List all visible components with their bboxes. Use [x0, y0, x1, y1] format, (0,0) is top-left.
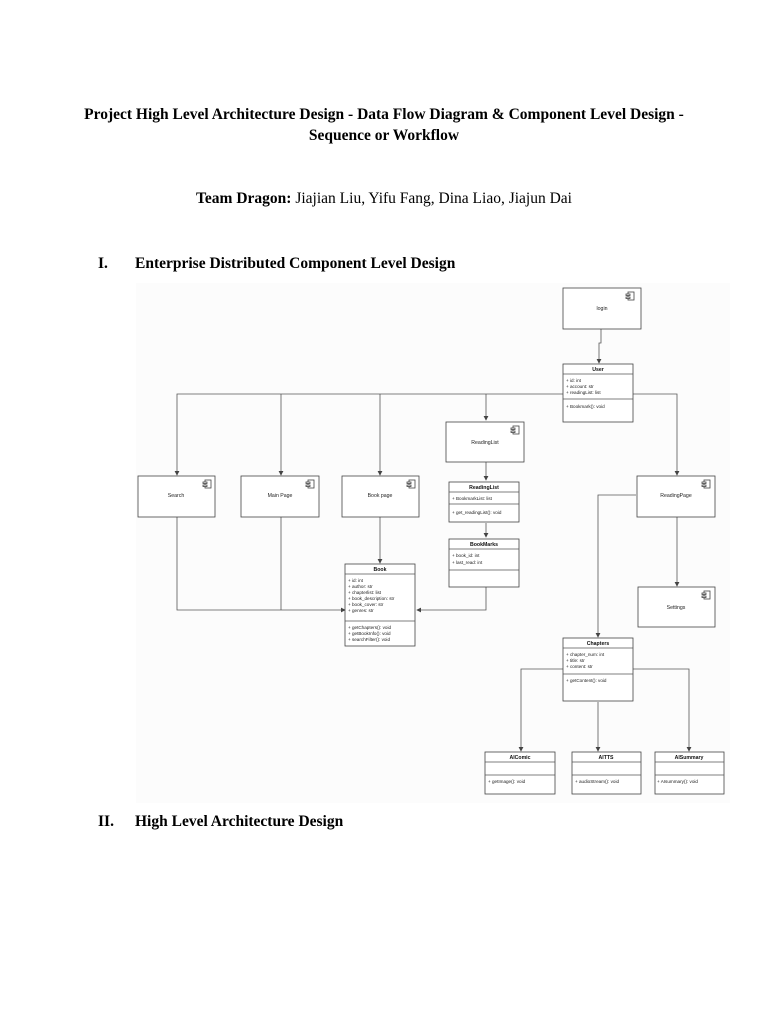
component-search: Search: [137, 475, 216, 518]
component-login-label: login: [597, 306, 608, 312]
class-aicomic-name: AIComic: [509, 755, 530, 761]
component-reading-page-label: ReadingPage: [660, 493, 692, 499]
class-user-method: + Bookmark(): void: [566, 404, 605, 409]
class-bookmarks-attr: + book_id: int: [452, 553, 480, 558]
class-chapters-attr: + title: str: [566, 658, 585, 663]
section-title-2: High Level Architecture Design: [135, 813, 344, 830]
class-aitts-method: + audioStream(): void: [575, 779, 619, 784]
document-title: Project High Level Architecture Design -…: [60, 104, 708, 146]
component-login: login: [562, 287, 642, 330]
team-label: Team Dragon:: [196, 190, 292, 207]
class-chapters-attr: + chapter_num: int: [566, 652, 605, 657]
class-book-attr: + author: str: [348, 584, 373, 589]
class-readinglist-method: + get_readingList(): void: [452, 510, 502, 515]
component-settings: Settings: [637, 586, 716, 628]
class-readinglist-name: ReadingList: [469, 485, 499, 491]
connectors: [174, 329, 692, 752]
component-book-page: Book page: [341, 475, 420, 518]
class-book-attr: + genres: str: [348, 608, 374, 613]
document-title-line-1: Project High Level Architecture Design -…: [84, 106, 684, 123]
class-aitts: AITTS + audioStream(): void: [571, 751, 642, 795]
class-book-method: + getChapters(): void: [348, 625, 391, 630]
class-book-name: Book: [374, 567, 387, 573]
class-aisummary: AISummary + AIsummary(): void: [654, 751, 725, 795]
component-main-page-label: Main Page: [268, 493, 293, 499]
class-book-attr: + book_cover: str: [348, 602, 384, 607]
connector-user-readingpage: [633, 393, 680, 476]
class-user: User + id: int + account: str + readingL…: [562, 363, 634, 423]
class-book-attr: + chapterlist: list: [348, 590, 382, 595]
class-user-attr: + id: int: [566, 378, 582, 383]
component-readinglist: ReadingList: [445, 421, 525, 463]
class-readinglist-attr: + BookmarkList: list: [452, 496, 493, 501]
team-members: Jiajian Liu, Yifu Fang, Dina Liao, Jiaju…: [291, 190, 572, 207]
class-aisummary-method: + AIsummary(): void: [657, 779, 698, 784]
component-readinglist-label: ReadingList: [471, 440, 499, 446]
class-aisummary-name: AISummary: [675, 755, 704, 761]
class-user-attr: + readingList: list: [566, 390, 601, 395]
document-title-line-2: Sequence or Workflow: [308, 127, 460, 144]
connector-user-search: [174, 393, 563, 476]
connector-login-user: [596, 329, 602, 364]
class-user-name: User: [592, 367, 604, 373]
class-chapters-name: Chapters: [587, 641, 610, 647]
class-book-attr: + id: int: [348, 578, 364, 583]
connector-readingpage-chapters: [595, 494, 636, 638]
class-aicomic: AIComic + getImage(): void: [484, 751, 556, 795]
class-chapters: Chapters + chapter_num: int + title: str…: [562, 637, 634, 702]
class-user-attr: + account: str: [566, 384, 594, 389]
class-aitts-name: AITTS: [599, 755, 615, 761]
component-diagram: login ReadingList Search Main Page Book …: [136, 283, 730, 803]
class-aicomic-method: + getImage(): void: [488, 779, 526, 784]
component-book-page-label: Book page: [368, 493, 393, 499]
section-number-2: II.: [98, 813, 114, 830]
section-heading-2: II. High Level Architecture Design: [98, 813, 343, 831]
section-title-1: Enterprise Distributed Component Level D…: [135, 255, 456, 272]
component-settings-label: Settings: [667, 605, 686, 611]
component-reading-page: ReadingPage: [636, 475, 716, 518]
class-book: Book + id: int + author: str + chapterli…: [344, 563, 416, 647]
component-main-page: Main Page: [240, 475, 320, 518]
connector-chapters-aicomic: [518, 668, 563, 752]
class-book-attr: + book_description: str: [348, 596, 395, 601]
class-bookmarks: BookMarks + book_id: int + last_read: in…: [448, 538, 520, 588]
class-bookmarks-attr: + last_read: int: [452, 560, 483, 565]
class-book-method: + getBookInfo(): void: [348, 631, 391, 636]
section-number-1: I.: [98, 255, 108, 272]
section-heading-1: I. Enterprise Distributed Component Level…: [98, 255, 455, 273]
connector-bookmarks-book: [416, 587, 487, 613]
class-bookmarks-name: BookMarks: [470, 542, 498, 548]
team-line: Team Dragon: Jiajian Liu, Yifu Fang, Din…: [0, 190, 768, 208]
class-book-method: + searchFilter(): void: [348, 637, 390, 642]
connector-search-book: [176, 517, 346, 613]
connector-chapters-aisummary: [633, 668, 692, 752]
class-chapters-method: + getContent(): void: [566, 678, 607, 683]
component-search-label: Search: [168, 493, 185, 499]
class-readinglist: ReadingList + BookmarkList: list + get_r…: [448, 481, 520, 523]
class-chapters-attr: + content: str: [566, 664, 593, 669]
